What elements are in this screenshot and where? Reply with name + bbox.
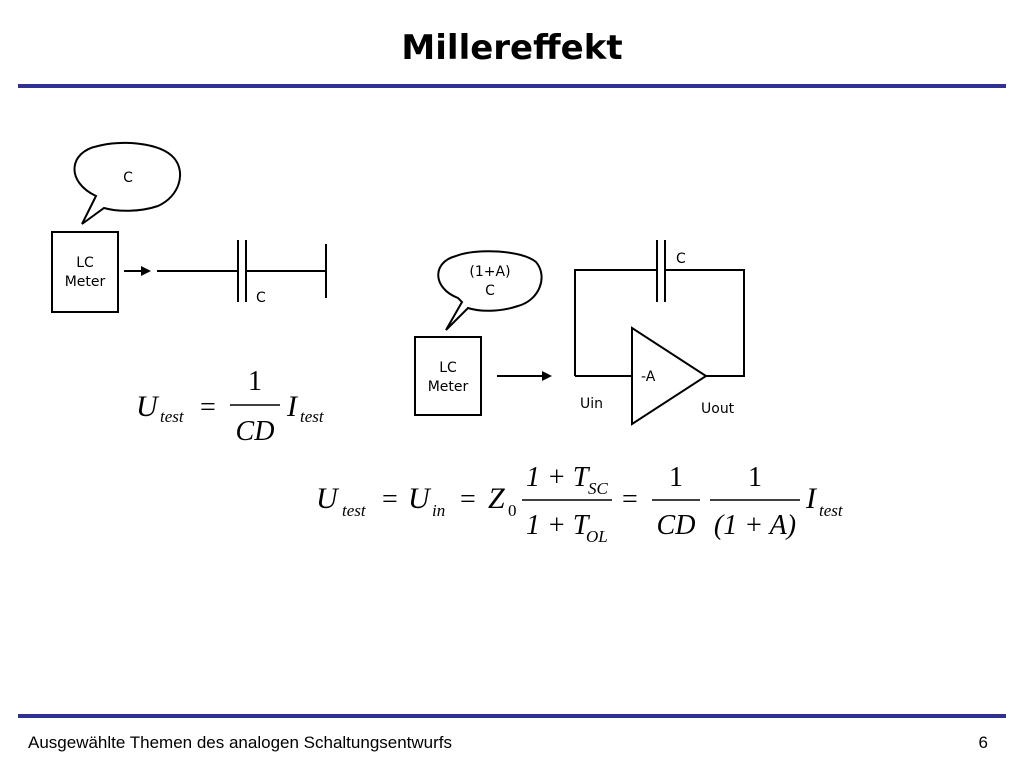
eq2-equals-3: = — [622, 484, 638, 515]
eq2-U: U — [316, 482, 340, 515]
eq1-I: I — [286, 390, 299, 423]
speech-bubble-1plusA-c — [437, 250, 543, 331]
output-voltage-label: Uout — [701, 401, 735, 417]
eq1-equals: = — [200, 392, 216, 423]
lc-meter-label-line2: Meter — [428, 379, 469, 395]
page-number: 6 — [978, 733, 988, 752]
equation-1: U test = 1 CD I test — [136, 366, 325, 447]
eq2-Uin-subscript: in — [432, 501, 445, 520]
eq2-fraction1-denominator-subscript: OL — [586, 527, 608, 546]
feedback-wire — [574, 269, 656, 376]
lc-meter-box — [414, 336, 482, 416]
circuit-2: (1+A) C LC Meter C -A Uin Uout — [414, 240, 745, 426]
lc-meter-label-line1: LC — [439, 360, 457, 376]
eq2-Z-subscript: 0 — [508, 501, 517, 520]
eq2-fraction1-numerator-subscript: SC — [588, 479, 609, 498]
bubble-label-c: C — [123, 170, 133, 186]
amplifier-gain-label: -A — [641, 369, 656, 385]
feedback-wire — [666, 269, 745, 377]
eq2-U-subscript: test — [342, 501, 367, 520]
bubble-label-line2: C — [485, 283, 495, 299]
capacitor-label: C — [256, 290, 266, 306]
eq2-fraction2-numerator: 1 — [669, 462, 683, 493]
eq1-U: U — [136, 390, 160, 423]
eq2-Z: Z — [488, 482, 505, 515]
capacitor-label: C — [676, 251, 686, 267]
eq2-I-subscript: test — [819, 501, 844, 520]
input-voltage-label: Uin — [580, 396, 603, 412]
eq2-fraction3-numerator: 1 — [748, 462, 762, 493]
eq2-Uin: U — [408, 482, 432, 515]
bubble-label-line1: (1+A) — [469, 264, 510, 280]
circuit-1: C LC Meter C — [51, 141, 327, 313]
speech-bubble-c — [73, 141, 182, 225]
eq1-I-subscript: test — [300, 407, 325, 426]
footer-course-title: Ausgewählte Themen des analogen Schaltun… — [28, 733, 453, 752]
eq2-fraction1-numerator: 1 + T — [526, 462, 591, 493]
eq2-I: I — [805, 482, 818, 515]
eq1-U-subscript: test — [160, 407, 185, 426]
footer-divider — [18, 714, 1006, 718]
eq2-fraction3-denominator: (1 + A) — [714, 510, 796, 541]
eq1-numerator: 1 — [248, 366, 262, 397]
inverting-amplifier-triangle — [631, 326, 708, 426]
slide-title: Millereffekt — [401, 28, 623, 68]
title-divider — [18, 84, 1006, 88]
eq1-denominator: CD — [236, 416, 275, 447]
eq2-equals-2: = — [460, 484, 476, 515]
eq2-equals-1: = — [382, 484, 398, 515]
lc-meter-box — [51, 231, 119, 313]
lc-meter-label-line2: Meter — [65, 274, 106, 290]
equation-2: U test = U in = Z 0 1 + T SC 1 + T OL = … — [316, 462, 844, 546]
eq2-fraction2-denominator: CD — [657, 510, 696, 541]
lc-meter-label-line1: LC — [76, 255, 94, 271]
eq2-fraction1-denominator: 1 + T — [526, 510, 591, 541]
